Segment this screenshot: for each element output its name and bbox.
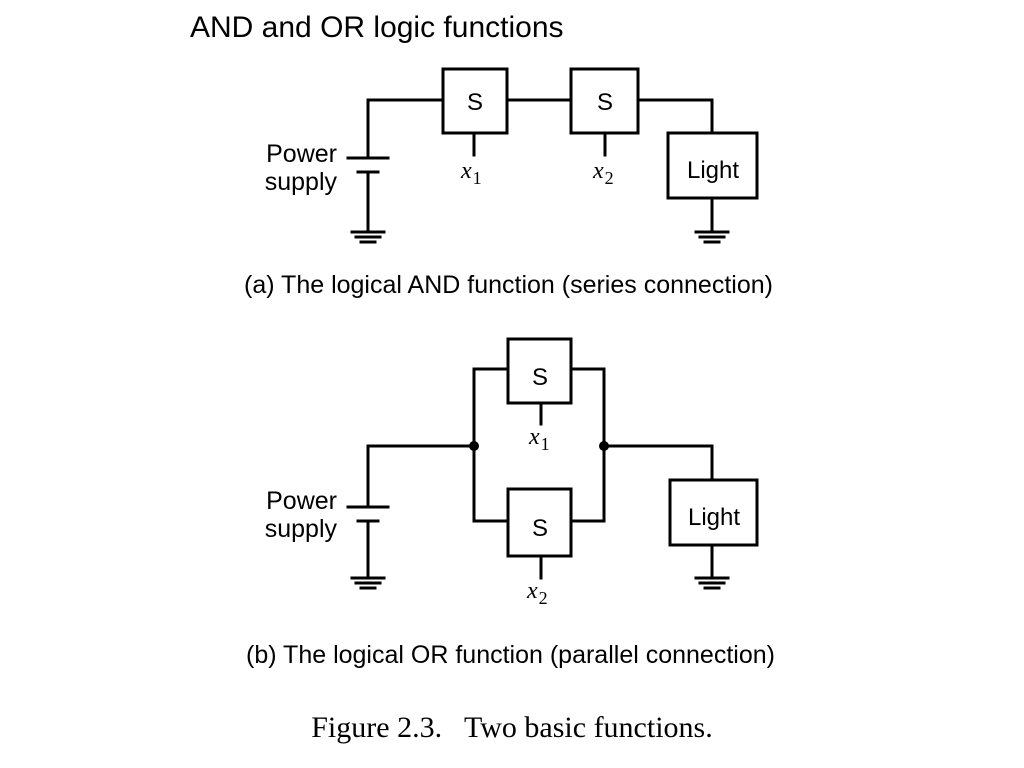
and-switch1-box: [441, 67, 509, 135]
or-switch2-label: S: [532, 515, 548, 542]
or-light-box: [668, 478, 759, 547]
and-input2-label: x2: [592, 158, 614, 188]
and-circuit: S S Light x1 x2 Power supply (a) The log…: [244, 67, 773, 299]
and-caption: (a) The logical AND function (series con…: [244, 271, 773, 299]
or-switch1-label: S: [532, 364, 548, 391]
or-input2-label: x2: [526, 578, 548, 608]
and-wire-s2-to-light: [636, 98, 714, 135]
or-right-junction-dot: [599, 441, 609, 451]
and-wire-supply-to-s1: [366, 98, 445, 160]
or-power-label-line1: Power: [266, 487, 337, 515]
and-switch2-label: S: [597, 89, 613, 116]
or-caption: (b) The logical OR function (parallel co…: [246, 641, 775, 669]
and-switch2-box: [569, 67, 640, 135]
and-battery-icon: [346, 156, 390, 174]
page-title: AND and OR logic functions: [190, 11, 564, 44]
or-left-junction-dot: [469, 441, 479, 451]
and-supply-ground-icon: [350, 230, 386, 244]
and-switch1-label: S: [467, 89, 483, 116]
figure-caption: Figure 2.3. Two basic functions.: [311, 711, 712, 744]
and-input1-label: x1: [460, 158, 482, 188]
and-light-label: Light: [687, 157, 739, 184]
or-right-rail: [569, 367, 606, 523]
and-light-ground-icon: [694, 230, 730, 244]
or-battery-icon: [346, 505, 390, 523]
or-power-label-line2: supply: [265, 515, 338, 543]
or-supply-ground-icon: [350, 576, 386, 590]
or-wire-supply-to-junction: [366, 444, 476, 509]
or-switch1-box: [506, 337, 573, 405]
and-power-label-line2: supply: [265, 168, 338, 196]
and-power-label-line1: Power: [266, 140, 337, 168]
and-light-box: [666, 131, 759, 200]
or-light-ground-icon: [694, 576, 730, 590]
or-switch2-box: [506, 487, 573, 558]
or-circuit: S S Light x1 x2 Power supply (b) The log…: [246, 337, 775, 669]
or-wire-junction-to-light: [602, 444, 714, 482]
or-input1-label: x1: [528, 424, 550, 454]
or-light-label: Light: [688, 504, 740, 531]
